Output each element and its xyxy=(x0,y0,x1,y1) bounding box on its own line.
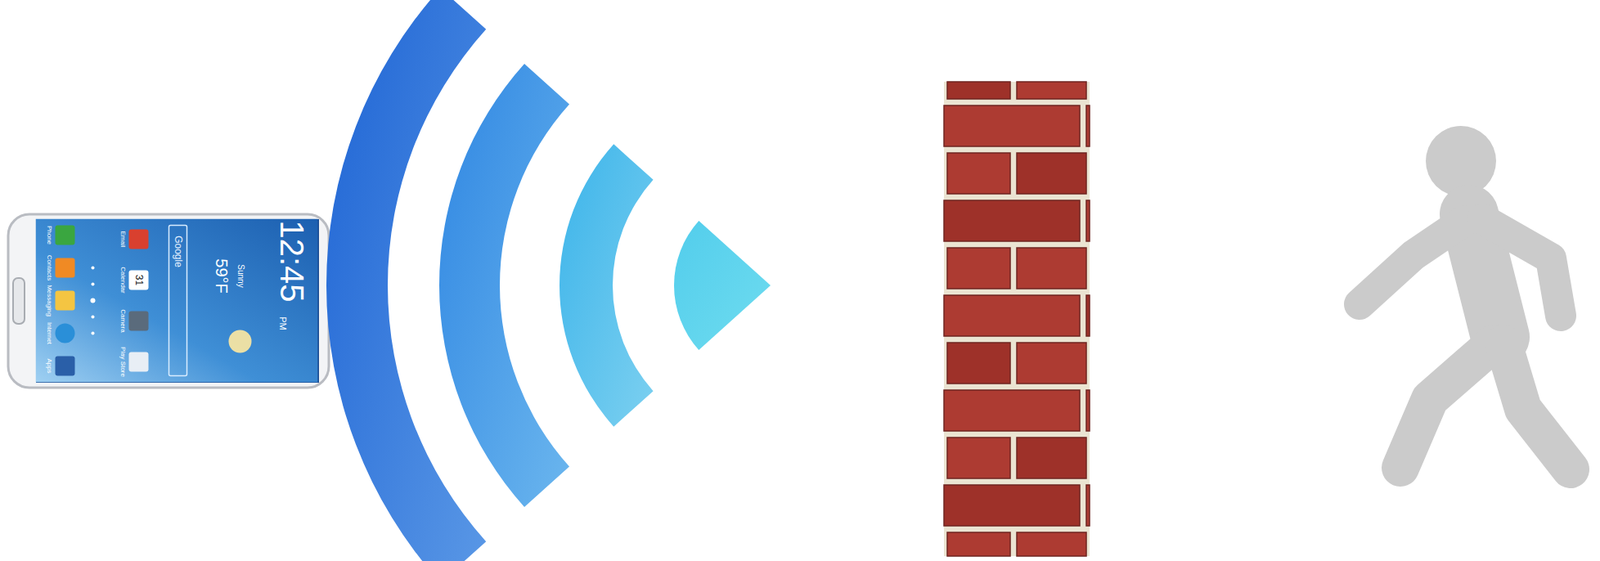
screen-text: Sunny xyxy=(236,264,245,288)
brick xyxy=(943,105,1080,147)
screen-text: Email xyxy=(119,230,126,248)
phone-screen-content: 12:45PM Sunny 59°F Google EmailCalendarCamer… xyxy=(35,219,319,383)
screen-text: Google xyxy=(173,235,184,268)
phone-body xyxy=(8,214,329,388)
screen-text: 12:45 xyxy=(275,220,309,302)
screen-text: Camera xyxy=(119,309,126,333)
brick xyxy=(1016,532,1087,557)
screen-text: Contacts xyxy=(45,255,53,282)
brick xyxy=(1086,200,1090,242)
brick xyxy=(943,485,1080,526)
brick xyxy=(1016,152,1087,194)
screen-text: Play Store xyxy=(119,346,126,378)
brick xyxy=(1086,295,1090,337)
walking-person xyxy=(1359,125,1571,470)
screen-text: Calendar xyxy=(119,266,126,293)
brick xyxy=(947,532,1011,557)
brick xyxy=(1016,437,1087,479)
brick xyxy=(947,437,1011,479)
brick xyxy=(947,342,1011,384)
brick xyxy=(947,81,1011,99)
brick xyxy=(1016,342,1087,384)
brick xyxy=(1086,485,1090,526)
screen-text: Messaging xyxy=(45,284,53,317)
brick xyxy=(947,247,1011,289)
brick-wall xyxy=(943,81,1090,557)
brick xyxy=(1016,247,1087,289)
wave-arc xyxy=(559,143,654,427)
brick xyxy=(943,200,1080,242)
brick xyxy=(1086,105,1090,147)
screen-text: Internet xyxy=(45,322,53,345)
wifi-waves xyxy=(326,0,771,561)
mortar xyxy=(943,81,1090,557)
brick xyxy=(1086,390,1090,432)
brick xyxy=(943,295,1080,337)
brick xyxy=(1016,81,1087,99)
brick xyxy=(943,390,1080,432)
screen-text: 59°F xyxy=(213,258,230,293)
screen-text: Apps xyxy=(45,358,53,374)
wave-arc xyxy=(674,220,771,351)
brick xyxy=(947,152,1011,194)
wave-arc xyxy=(439,63,570,508)
home-button xyxy=(13,278,25,324)
screen-text: PM xyxy=(278,316,288,331)
phone-screen xyxy=(35,219,320,383)
screen-text: 31 xyxy=(134,274,144,286)
screen-text: Phone xyxy=(45,225,53,245)
